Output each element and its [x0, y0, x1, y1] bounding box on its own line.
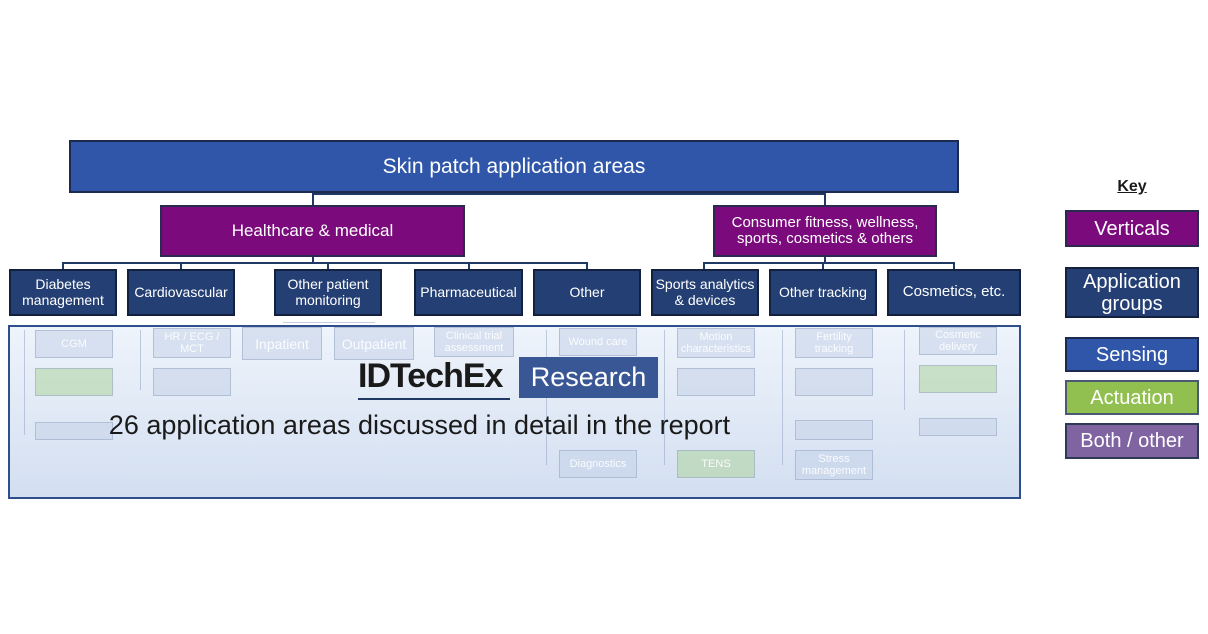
- connector-drop-1: [62, 262, 64, 270]
- faded-connector: [24, 330, 25, 435]
- vertical-consumer-label: Consumer fitness, wellness, sports, cosm…: [731, 213, 919, 247]
- faded-item: [35, 422, 113, 440]
- group-sports-analytics: Sports analytics & devices: [651, 269, 759, 316]
- faded-item-label: CGM: [61, 338, 87, 350]
- faded-item-label: HR / ECG / MCT: [164, 331, 220, 355]
- root-node: Skin patch application areas: [69, 140, 959, 193]
- group-label: Other: [569, 283, 605, 300]
- faded-item-label: Fertility tracking: [814, 331, 854, 355]
- faded-item-motion: Motion characteristics: [677, 328, 755, 358]
- faded-item-inpatient: Inpatient: [242, 327, 322, 360]
- key-label: Sensing: [1095, 343, 1169, 366]
- faded-item-label: Inpatient: [255, 335, 309, 352]
- faded-item: [35, 368, 113, 396]
- connector-drop-5: [586, 262, 588, 270]
- connector-drop-7: [822, 262, 824, 270]
- idtechex-logo: IDTechEx: [358, 357, 503, 395]
- faded-item-label: Outpatient: [341, 335, 407, 352]
- key-title: Key: [1117, 178, 1147, 195]
- group-other-patient-monitoring: Other patient monitoring: [274, 269, 382, 316]
- faded-item-tens: TENS: [677, 450, 755, 478]
- connector-consumer-bus: [703, 262, 955, 264]
- group-label: Sports analytics & devices: [655, 276, 755, 308]
- connector-root-to-verticals: [313, 193, 825, 195]
- faded-item-hr-ecg: HR / ECG / MCT: [153, 328, 231, 358]
- connector-drop-2: [180, 262, 182, 270]
- faded-item-cgm: CGM: [35, 330, 113, 358]
- faded-connector: [904, 330, 905, 410]
- group-label: Diabetes management: [22, 276, 104, 308]
- group-label: Other patient monitoring: [287, 276, 369, 308]
- faded-item: [677, 368, 755, 396]
- idtechex-logo-underline: [358, 398, 510, 400]
- group-label: Pharmaceutical: [420, 283, 517, 300]
- vertical-healthcare: Healthcare & medical: [160, 205, 465, 257]
- faded-item: [919, 365, 997, 393]
- faded-item-fertility: Fertility tracking: [795, 328, 873, 358]
- key-actuation: Actuation: [1065, 380, 1199, 415]
- connector-consumer-stem: [824, 256, 826, 264]
- faded-item-label: Wound care: [568, 336, 628, 348]
- faded-item-clinical-trial: Clinical trial assessment: [434, 327, 514, 357]
- connector-drop-6: [703, 262, 705, 270]
- group-label: Cosmetics, etc.: [902, 283, 1006, 301]
- connector-drop-3: [327, 262, 329, 270]
- faded-item: [153, 368, 231, 396]
- faded-item-cosmetic-delivery: Cosmetic delivery: [919, 327, 997, 355]
- faded-item-diagnostics: Diagnostics: [559, 450, 637, 478]
- key-label: Verticals: [1094, 217, 1170, 240]
- key-label: Both / other: [1080, 430, 1184, 452]
- faded-item-label: Clinical trial assessment: [444, 330, 504, 354]
- faded-item-stress: Stress management: [795, 450, 873, 480]
- faded-connector: [782, 330, 783, 465]
- connector-healthcare-bus: [62, 262, 588, 264]
- root-label: Skin patch application areas: [382, 154, 646, 178]
- key-sensing: Sensing: [1065, 337, 1199, 372]
- key-both-other: Both / other: [1065, 423, 1199, 459]
- faded-connector: [664, 330, 665, 465]
- faded-item: [919, 418, 997, 436]
- faded-item-label: Stress management: [801, 453, 867, 477]
- group-cosmetics: Cosmetics, etc.: [887, 269, 1021, 316]
- key-application-groups: Application groups: [1065, 267, 1199, 318]
- group-pharmaceutical: Pharmaceutical: [414, 269, 523, 316]
- key-verticals: Verticals: [1065, 210, 1199, 247]
- group-cardiovascular: Cardiovascular: [127, 269, 235, 316]
- faded-item: [795, 368, 873, 396]
- connector-healthcare-drop: [312, 193, 314, 206]
- key-label: Application groups: [1083, 270, 1181, 315]
- connector-healthcare-stem: [312, 256, 314, 264]
- group-other-tracking: Other tracking: [769, 269, 877, 316]
- vertical-consumer: Consumer fitness, wellness, sports, cosm…: [713, 205, 937, 257]
- faded-item-label: Cosmetic delivery: [935, 329, 981, 353]
- faded-item: [795, 420, 873, 440]
- group-label: Cardiovascular: [134, 283, 228, 300]
- connector-drop-4: [468, 262, 470, 270]
- faded-item-label: Motion characteristics: [680, 331, 752, 355]
- research-badge: Research: [519, 357, 658, 398]
- faded-connector: [140, 330, 141, 390]
- group-label: Other tracking: [779, 283, 867, 300]
- faded-item-outpatient: Outpatient: [334, 327, 414, 360]
- group-diabetes: Diabetes management: [9, 269, 117, 316]
- key-label: Actuation: [1090, 386, 1174, 409]
- vertical-healthcare-label: Healthcare & medical: [231, 220, 394, 240]
- faded-connector: [283, 322, 375, 323]
- faded-item-label: Diagnostics: [569, 458, 627, 470]
- faded-item-label: TENS: [701, 458, 731, 470]
- group-other: Other: [533, 269, 641, 316]
- overlay-caption: 26 application areas discussed in detail…: [108, 410, 731, 440]
- connector-consumer-drop: [824, 193, 826, 206]
- faded-item-wound-care: Wound care: [559, 328, 637, 356]
- connector-drop-8: [953, 262, 955, 270]
- research-badge-label: Research: [530, 362, 647, 392]
